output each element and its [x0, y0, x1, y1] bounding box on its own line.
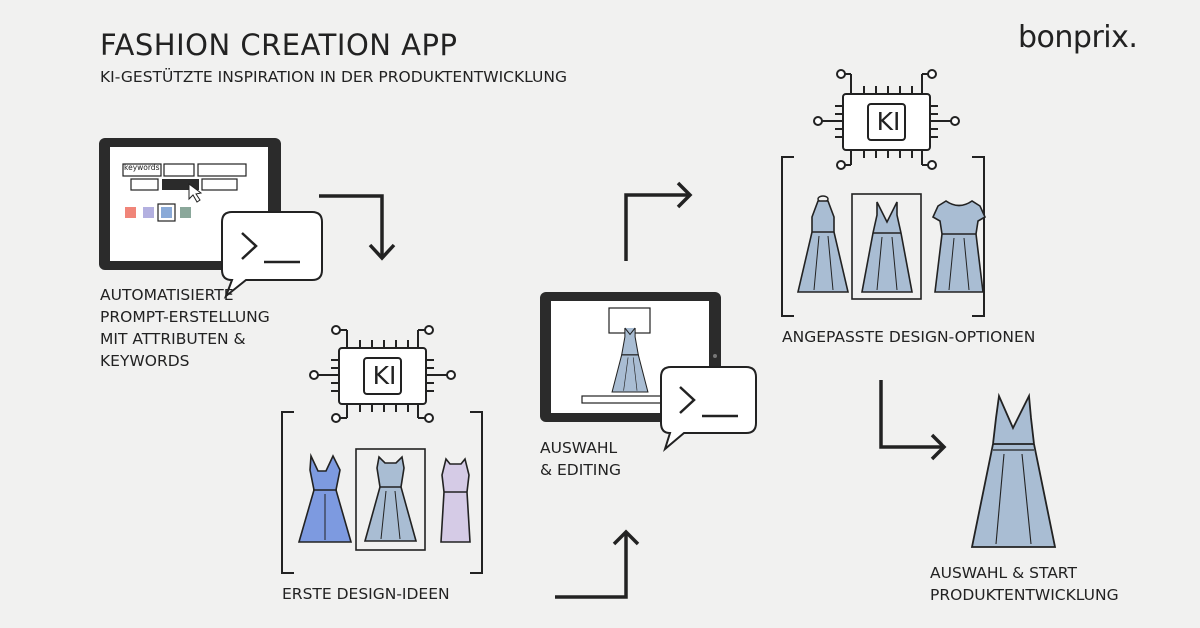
page-subtitle: KI-GESTÜTZTE INSPIRATION IN DER PRODUKTE…: [100, 68, 567, 86]
step-label-design-options: ANGEPASSTE DESIGN-OPTIONEN: [782, 328, 1036, 346]
arrow-icon: [624, 181, 693, 261]
dress-icon: [861, 201, 913, 293]
terminal-bubble-icon: [660, 366, 757, 452]
arrow-icon: [879, 380, 947, 461]
dress-icon: [440, 457, 471, 543]
cursor-icon: [188, 183, 203, 203]
step-label-selection-editing: AUSWAHL & EDITING: [540, 439, 621, 479]
keyword-chip: keywords: [124, 163, 160, 172]
step-label-final: AUSWAHL & START PRODUKTENTWICKLUNG: [930, 564, 1119, 604]
arrow-icon: [555, 529, 640, 599]
step-label-first-ideas: ERSTE DESIGN-IDEEN: [282, 585, 450, 603]
selection-frame: [851, 193, 922, 300]
dress-icon: [796, 195, 850, 293]
bracket-frame: [781, 156, 985, 317]
dress-icon: [931, 200, 987, 293]
ki-chip-icon: [309, 325, 456, 423]
arrow-icon: [319, 194, 396, 261]
brand-logo: bonprix.: [1018, 20, 1138, 55]
terminal-bubble-icon: [221, 211, 323, 300]
page-title: FASHION CREATION APP: [100, 28, 458, 62]
ki-chip-label: KI: [372, 361, 397, 390]
bracket-frame: [281, 411, 483, 574]
selection-frame: [355, 448, 426, 551]
dress-icon: [363, 455, 418, 542]
dress-icon: [970, 392, 1057, 548]
step-label-prompt: AUTOMATISIERTE PROMPT-ERSTELLUNG MIT ATT…: [100, 286, 270, 370]
ki-chip-label: KI: [876, 107, 901, 136]
dress-icon: [297, 452, 353, 543]
ki-chip-icon: [813, 69, 960, 170]
